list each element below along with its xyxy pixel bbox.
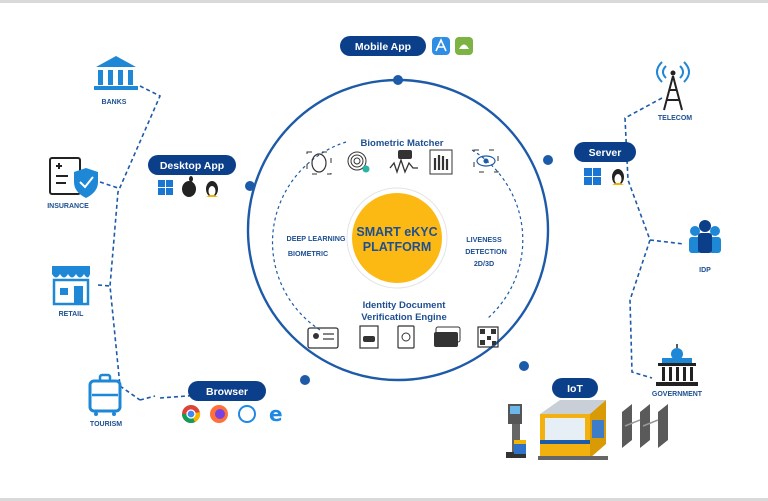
voice-icon [389, 150, 418, 175]
telecom-sector: TELECOM [656, 61, 692, 122]
liveness-label: LIVENESS [466, 235, 502, 244]
id-card-icon [307, 327, 339, 349]
ring-dot-server [543, 155, 553, 165]
retail-store-icon [52, 266, 90, 306]
linux-icon [612, 169, 624, 185]
iot-channel: IoT [552, 378, 598, 398]
insurance-connector [99, 181, 119, 189]
retail-label: RETAIL [59, 311, 84, 318]
dim-label: 2D/3D [474, 259, 494, 268]
idp-label: IDP [699, 267, 711, 274]
left-sector-connector [109, 85, 162, 401]
retail-sector: RETAIL [52, 266, 90, 318]
palm-icon [429, 149, 453, 175]
government-building-icon [656, 344, 698, 386]
svg-text:e: e [269, 402, 283, 426]
tourism-label: TOURISM [90, 421, 122, 428]
telecom-label: TELECOM [658, 115, 692, 122]
insurance-label: INSURANCE [47, 203, 89, 210]
vehicle-doc-icon [359, 325, 379, 349]
turnstile-icon [622, 404, 668, 448]
inner-arc-right [471, 149, 524, 319]
safari-icon [238, 405, 256, 423]
id-engine-title-line1: Identity Document [363, 300, 447, 311]
people-group-icon [689, 220, 721, 253]
idp-sector: IDP [689, 220, 721, 274]
insurance-icon [49, 157, 98, 198]
suitcase-icon [88, 373, 122, 416]
linux-icon [206, 181, 218, 197]
core-circle [352, 193, 442, 283]
windows-icon [584, 168, 601, 185]
windows-icon [158, 180, 173, 195]
apple-icon [182, 176, 196, 197]
chrome-icon [182, 405, 201, 423]
ring-dot-browser [300, 375, 310, 385]
server-channel: Server [574, 142, 636, 185]
idp-connector [649, 239, 685, 245]
iot-label: IoT [567, 383, 583, 395]
detection-label: DETECTION [465, 247, 507, 256]
id-engine-title-line2: Verification Engine [361, 312, 447, 323]
qr-code-icon [477, 326, 499, 348]
credit-card-icon [434, 326, 461, 347]
browser-channel: Browser e [182, 381, 283, 426]
mobile-app-channel: Mobile App [340, 36, 473, 56]
ring-dot-iot [519, 361, 529, 371]
face-icon [306, 151, 332, 175]
store-booth-icon [538, 400, 608, 460]
insurance-sector: INSURANCE [47, 157, 98, 210]
desktop-app-label: Desktop App [160, 160, 224, 172]
kiosk-icon [506, 404, 526, 458]
retail-connector [97, 284, 111, 287]
biometric-matcher-title: Biometric Matcher [361, 138, 444, 149]
server-label: Server [589, 147, 622, 159]
biometric-label: BIOMETRIC [288, 249, 328, 258]
tourism-sector: TOURISM [88, 373, 122, 428]
fingerprint-icon [347, 151, 370, 173]
government-sector: GOVERNMENT [652, 344, 703, 398]
platform-title-line1: SMART eKYC [356, 225, 437, 239]
edge-icon: e [269, 402, 283, 426]
firefox-icon [210, 405, 228, 423]
right-sector-connector [624, 97, 663, 379]
tourism-connector [139, 395, 156, 401]
browser-label: Browser [206, 386, 248, 398]
ring-dot-desktop [245, 181, 255, 191]
deep-learning-label: DEEP LEARNING [287, 234, 346, 243]
bottom-frame-bar [0, 498, 768, 501]
bank-icon [94, 56, 138, 90]
iris-icon [473, 149, 499, 173]
mobile-app-label: Mobile App [355, 41, 411, 53]
banks-sector: BANKS [94, 56, 138, 106]
passport-icon [397, 325, 415, 349]
top-frame-bar [0, 0, 768, 3]
government-label: GOVERNMENT [652, 391, 703, 398]
platform-title-line2: PLATFORM [363, 240, 432, 254]
telecom-tower-icon [656, 61, 690, 111]
banks-label: BANKS [102, 99, 127, 106]
desktop-app-channel: Desktop App [148, 155, 236, 197]
ring-dot-mobile [393, 75, 403, 85]
